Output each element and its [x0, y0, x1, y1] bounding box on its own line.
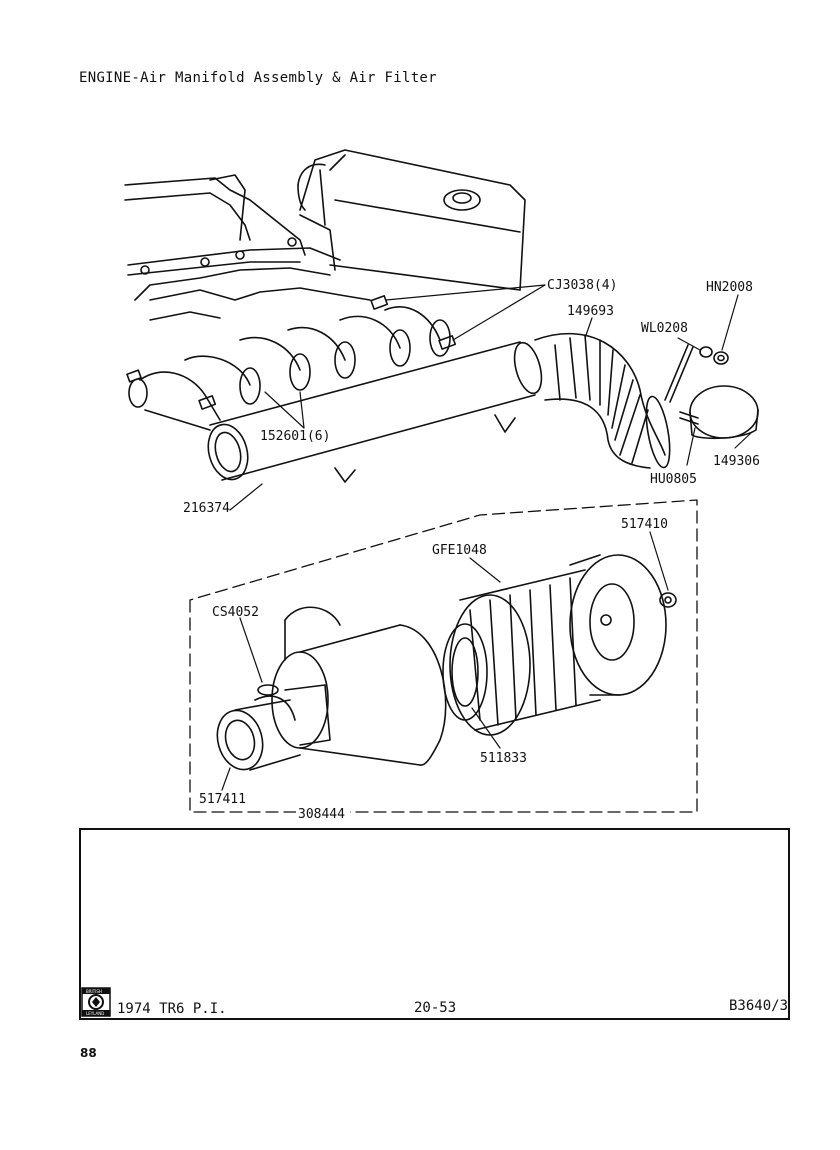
bracket-fittings-drawing — [664, 344, 759, 440]
part-label-cs4052: CS4052 — [212, 605, 259, 620]
part-label-308444: 308444 — [298, 807, 345, 822]
part-label-149306: 149306 — [713, 454, 760, 469]
page-number: 88 — [80, 1046, 97, 1060]
leader-lines — [221, 284, 753, 791]
footer-drawing-ref: B3640/3 — [729, 998, 789, 1014]
svg-text:LEYLAND: LEYLAND — [86, 1011, 104, 1016]
part-label-hu0805: HU0805 — [650, 472, 697, 487]
intake-tubes-drawing — [128, 287, 451, 431]
svg-text:BRITISH: BRITISH — [86, 989, 102, 994]
parts-notes-box — [79, 828, 790, 1020]
sub-assembly-boundary — [189, 499, 698, 813]
part-label-511833: 511833 — [480, 751, 527, 766]
engine-block-drawing — [124, 149, 526, 301]
end-cover-drawing — [569, 554, 677, 696]
part-label-149693: 149693 — [567, 304, 614, 319]
part-label-517411: 517411 — [199, 792, 246, 807]
part-label-517410: 517410 — [621, 517, 668, 532]
part-label-hn2008: HN2008 — [706, 280, 753, 295]
part-label-gfe1048: GFE1048 — [432, 543, 487, 558]
part-label-wl0208: WL0208 — [641, 321, 688, 336]
filter-element-drawing — [442, 569, 601, 736]
part-label-cj3038: CJ3038(4) — [547, 278, 617, 293]
part-label-152601: 152601(6) — [260, 429, 330, 444]
footer-model: 1974 TR6 P.I. — [117, 1001, 227, 1017]
elbow-hose-drawing — [216, 684, 301, 771]
flexible-hose-drawing — [534, 332, 671, 469]
page-title: ENGINE-Air Manifold Assembly & Air Filte… — [79, 70, 437, 86]
part-label-216374: 216374 — [183, 501, 230, 516]
air-cleaner-body-drawing — [271, 606, 447, 766]
manifold-pipe-drawing — [207, 341, 543, 483]
footer-page-ref: 20-53 — [414, 1000, 457, 1016]
